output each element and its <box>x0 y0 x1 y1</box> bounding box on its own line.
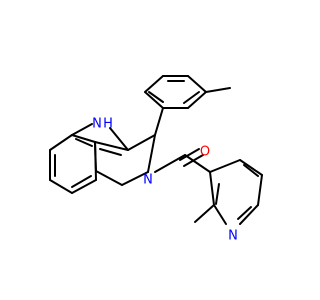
bond-line <box>148 91 164 103</box>
bond-line <box>154 154 186 173</box>
indole-h-atom: H <box>103 117 113 132</box>
bond-line <box>187 75 207 93</box>
bond-line <box>99 148 122 156</box>
bond-line <box>209 159 241 173</box>
bond-line <box>154 107 164 136</box>
bond-line <box>127 134 156 151</box>
bond-layer <box>49 75 263 225</box>
bond-line <box>257 174 263 206</box>
bond-line <box>239 159 263 176</box>
bond-line <box>147 134 156 173</box>
bond-line <box>71 123 93 136</box>
bond-line <box>71 134 96 143</box>
bond-line <box>71 179 97 194</box>
indole-n-atom: N <box>92 117 102 132</box>
bond-line <box>71 175 92 188</box>
bond-line <box>144 75 164 93</box>
pyridine-n-atom: N <box>228 229 238 244</box>
indole-nh-label: N H <box>92 117 113 132</box>
bond-line <box>187 91 207 109</box>
bond-line <box>213 204 227 225</box>
bond-line <box>94 141 129 151</box>
bond-line <box>209 171 215 206</box>
bond-line <box>179 148 200 161</box>
bond-line <box>243 164 259 177</box>
bond-line <box>183 91 200 104</box>
bond-line <box>205 87 231 93</box>
bond-line <box>215 183 220 205</box>
bond-line <box>184 154 211 173</box>
molecule-canvas: N H N O N <box>49 75 263 244</box>
bond-line <box>94 141 97 181</box>
molecule-structure: N H N O N <box>49 75 263 244</box>
bond-line <box>144 91 164 109</box>
bond-line <box>121 171 149 186</box>
carbonyl-o-atom: O <box>200 145 210 160</box>
bond-line <box>49 134 73 151</box>
bond-line <box>194 204 215 223</box>
bond-line <box>49 179 73 194</box>
bond-line <box>75 138 93 147</box>
bond-line <box>239 204 259 225</box>
amide-n-atom: N <box>143 173 153 188</box>
bond-line <box>95 170 123 186</box>
bond-line <box>237 206 252 220</box>
bond-line <box>109 127 129 151</box>
